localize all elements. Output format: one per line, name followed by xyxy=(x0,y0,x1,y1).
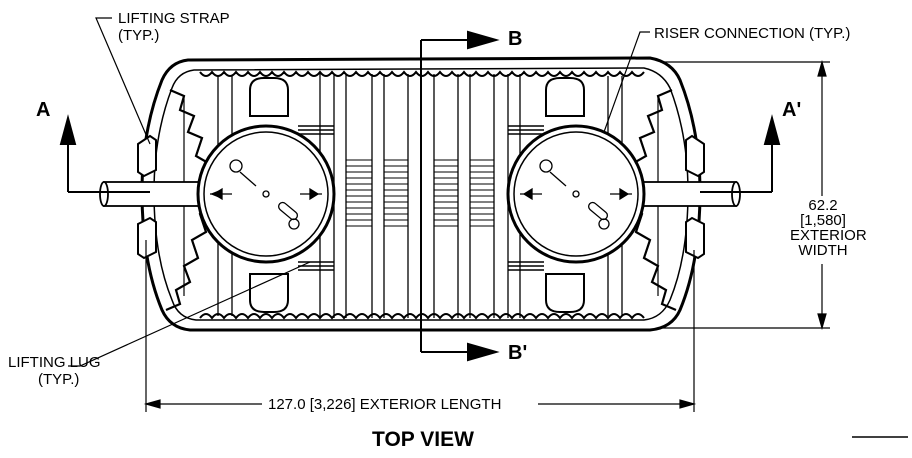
lifting-lug-label-line2: (TYP.) xyxy=(38,371,80,388)
width-desc-2: WIDTH xyxy=(798,242,848,259)
lifting-lugs xyxy=(249,77,585,313)
ladder-hatching xyxy=(346,159,494,227)
width-metric: [1,580] xyxy=(800,212,846,229)
riser-left xyxy=(196,124,336,264)
width-value: 62.2 xyxy=(808,197,838,214)
lifting-lug-label: LIFTING LUG (TYP.) xyxy=(8,354,101,388)
pipes xyxy=(99,181,741,207)
length-dimension-label: 127.0 [3,226] EXTERIOR LENGTH xyxy=(268,396,502,413)
view-title: TOP VIEW xyxy=(372,428,474,451)
section-line-b xyxy=(420,30,500,362)
riser-right xyxy=(506,124,646,264)
lifting-strap-label-line2: (TYP.) xyxy=(118,27,160,44)
leader-lines xyxy=(68,17,650,367)
section-mark-a-prime: A' xyxy=(782,99,802,121)
section-line-a xyxy=(59,114,781,193)
section-mark-b: B xyxy=(508,28,523,50)
lifting-straps xyxy=(298,125,544,271)
lifting-lug-label-line1: LIFTING LUG xyxy=(8,354,101,371)
riser-connection-label: RISER CONNECTION (TYP.) xyxy=(654,25,851,42)
side-strap-lugs xyxy=(137,134,705,260)
length-dimension xyxy=(143,240,697,412)
tank-outline xyxy=(140,56,702,332)
lifting-strap-label: LIFTING STRAP (TYP.) xyxy=(118,10,230,44)
width-dimension xyxy=(660,59,830,331)
width-dimension-label: 62.2 [1,580] EXTERIOR WIDTH xyxy=(790,197,867,259)
section-mark-a: A xyxy=(36,99,51,121)
section-mark-b-prime: B' xyxy=(508,342,528,364)
width-desc-1: EXTERIOR xyxy=(790,227,867,244)
lifting-strap-label-line1: LIFTING STRAP xyxy=(118,10,230,27)
